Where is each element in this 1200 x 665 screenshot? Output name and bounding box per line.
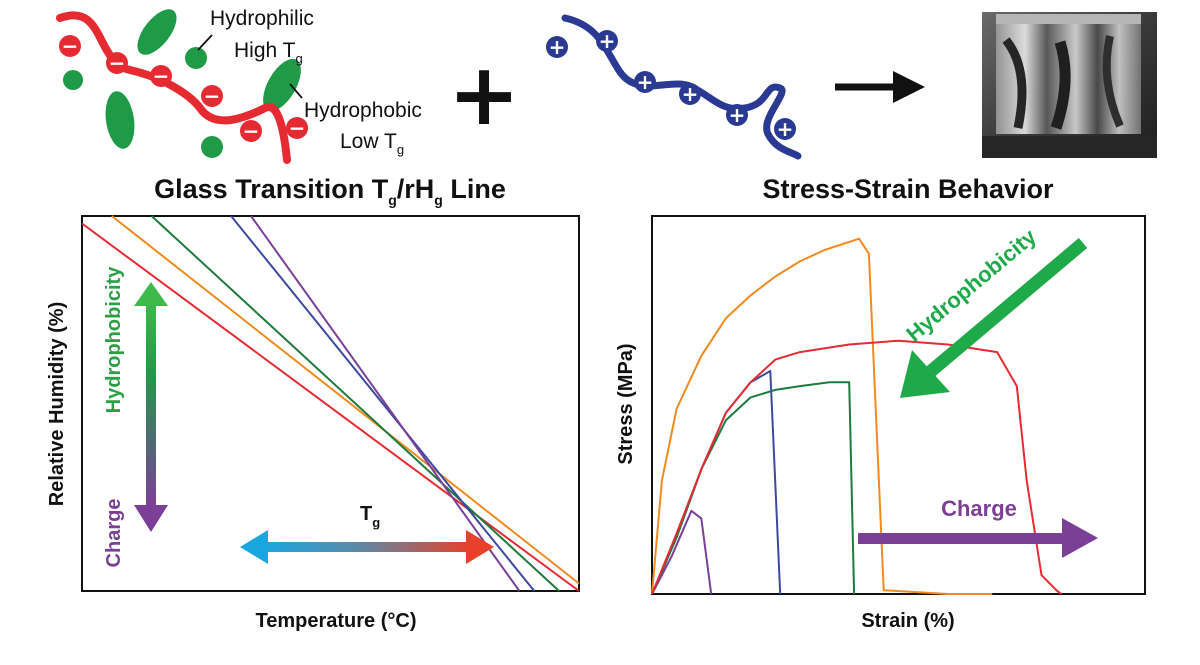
stress-strain-curve-purple: [651, 509, 713, 595]
hydrophobic-low-tg-label: Low Tg: [340, 130, 404, 157]
negative-ion-glyph: −: [243, 119, 260, 143]
negative-ion: −: [106, 51, 128, 75]
tg-rh-line-red: [81, 222, 580, 592]
left-title-main: Glass Transition T: [154, 174, 389, 204]
tg-rh-line-purple: [250, 215, 521, 592]
hydrophilic-bead: [185, 47, 207, 69]
hydrophobic-tg-subscript: g: [397, 142, 404, 157]
left-charge-label: Charge: [103, 499, 125, 568]
result-arrow: [835, 71, 925, 103]
hydrophobic-callout-line: [289, 83, 303, 99]
stress-strain-curve-red: [651, 339, 1062, 595]
tg-rh-line-green: [150, 215, 560, 592]
negative-ion: −: [150, 64, 172, 88]
right-x-axis-label: Strain (%): [861, 610, 954, 632]
negative-ion-glyph: −: [109, 51, 126, 75]
hydrophilic-label: Hydrophilic: [210, 7, 314, 30]
left-plot-frame: [81, 215, 580, 592]
positive-ion: +: [726, 103, 748, 127]
negative-ion: −: [286, 116, 308, 140]
positive-ion-glyph: +: [729, 103, 746, 127]
hydrophilic-high-tg-label: High Tg: [234, 39, 303, 66]
left-x-axis-label: Temperature (°C): [256, 610, 417, 632]
left-title-end: Line: [443, 174, 506, 204]
negative-ion-glyph: −: [289, 116, 306, 140]
hydrophobicity-charge-arrow: [134, 282, 168, 532]
polycation-illustration: + + + + + +: [546, 14, 802, 160]
positive-ion-glyph: +: [599, 29, 616, 53]
hydrophobic-blob: [137, 9, 177, 55]
right-panel-title: Stress-Strain Behavior: [762, 174, 1054, 204]
hydrophobic-blob: [263, 58, 301, 112]
negative-ion: −: [240, 119, 262, 143]
left-y-axis-label: Relative Humidity (%): [46, 302, 68, 506]
negative-ion-glyph: −: [204, 84, 221, 108]
right-charge-label: Charge: [941, 496, 1017, 521]
hydrophobic-label: Hydrophobic: [304, 99, 422, 122]
hydrophilic-callout-line: [197, 34, 213, 51]
negative-ion-glyph: −: [62, 34, 79, 58]
positive-ion: +: [634, 70, 656, 94]
negative-ion-glyph: −: [153, 64, 170, 88]
left-title-sub1: g: [388, 192, 397, 208]
film-photo: [982, 12, 1157, 158]
positive-ion-glyph: +: [637, 70, 654, 94]
hydrophobicity-arrow: [900, 238, 1088, 398]
positive-ion: +: [546, 35, 568, 59]
hydrophobic-low-tg-text: Low T: [340, 130, 397, 153]
tg-arrow: [240, 530, 494, 564]
tg-rh-line-blue: [230, 215, 536, 592]
tg-label: Tg: [360, 503, 380, 530]
hydrophilic-tg-subscript: g: [295, 51, 302, 66]
negative-ion: −: [201, 84, 223, 108]
combine-plus-sign: +: [448, 45, 520, 145]
hydrophilic-bead: [63, 70, 83, 90]
left-panel-title: Glass Transition Tg/rHg Line: [154, 174, 506, 208]
positive-ion-glyph: +: [777, 117, 794, 141]
tg-label-subscript: g: [372, 515, 380, 530]
hydrophilic-bead: [201, 136, 223, 158]
right-y-axis-label: Stress (MPa): [615, 343, 637, 464]
positive-ion: +: [774, 117, 796, 141]
polyanion-illustration: − − − − − − Hydrophilic High Tg Hy: [56, 7, 422, 164]
tg-rh-line-orange: [111, 215, 580, 585]
hydrophobic-blob: [105, 91, 135, 149]
positive-ion: +: [596, 29, 618, 53]
left-plot-lines: [81, 215, 580, 592]
negative-ion: −: [59, 34, 81, 58]
left-hydrophobicity-label: Hydrophobicity: [103, 266, 125, 414]
positive-ion: +: [679, 82, 701, 106]
positive-ion-glyph: +: [682, 82, 699, 106]
charge-arrow: [858, 518, 1098, 558]
hydrophilic-high-tg-text: High T: [234, 39, 296, 62]
tg-label-text: T: [360, 503, 372, 525]
left-title-sub2: g: [434, 192, 443, 208]
left-title-mid: /rH: [397, 174, 435, 204]
polyanion-chain: [56, 11, 291, 164]
positive-ion-glyph: +: [549, 35, 566, 59]
